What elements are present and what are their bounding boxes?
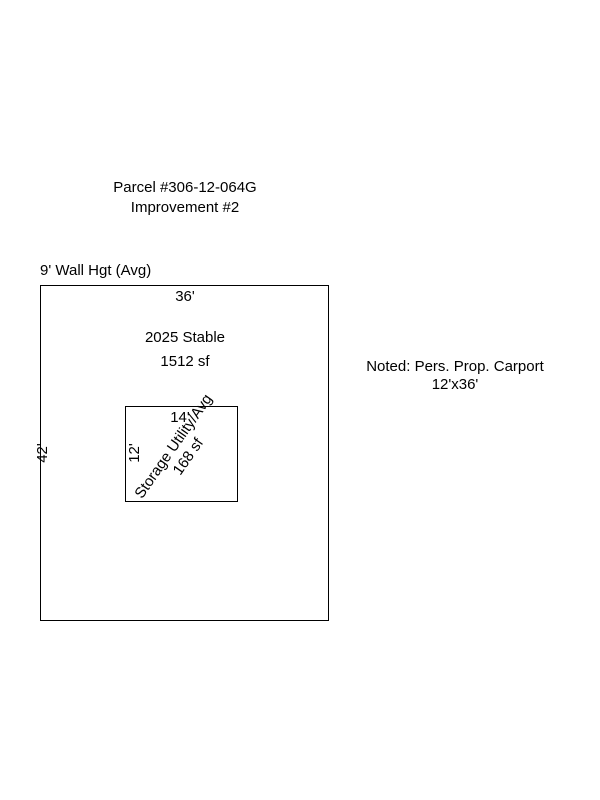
main-structure-outline xyxy=(40,285,329,621)
wall-height-label: 9' Wall Hgt (Avg) xyxy=(40,262,152,279)
main-structure-area: 1512 sf xyxy=(160,353,210,370)
storage-side-dimension: 12' xyxy=(125,443,143,463)
main-structure-name: 2025 Stable xyxy=(144,329,226,346)
parcel-label: Parcel #306-12-064G xyxy=(113,179,257,196)
improvement-label: Improvement #2 xyxy=(130,199,240,216)
diagram-title: Parcel #306-12-064G Improvement #2 xyxy=(85,178,285,218)
carport-note-line1: Noted: Pers. Prop. Carport xyxy=(366,358,544,375)
storage-top-dimension: 14' xyxy=(170,409,190,426)
carport-note-line2: 12'x36' xyxy=(431,376,479,393)
main-top-dimension: 36' xyxy=(175,288,195,305)
main-side-dimension: 42' xyxy=(33,443,51,463)
storage-structure-outline xyxy=(125,406,238,502)
